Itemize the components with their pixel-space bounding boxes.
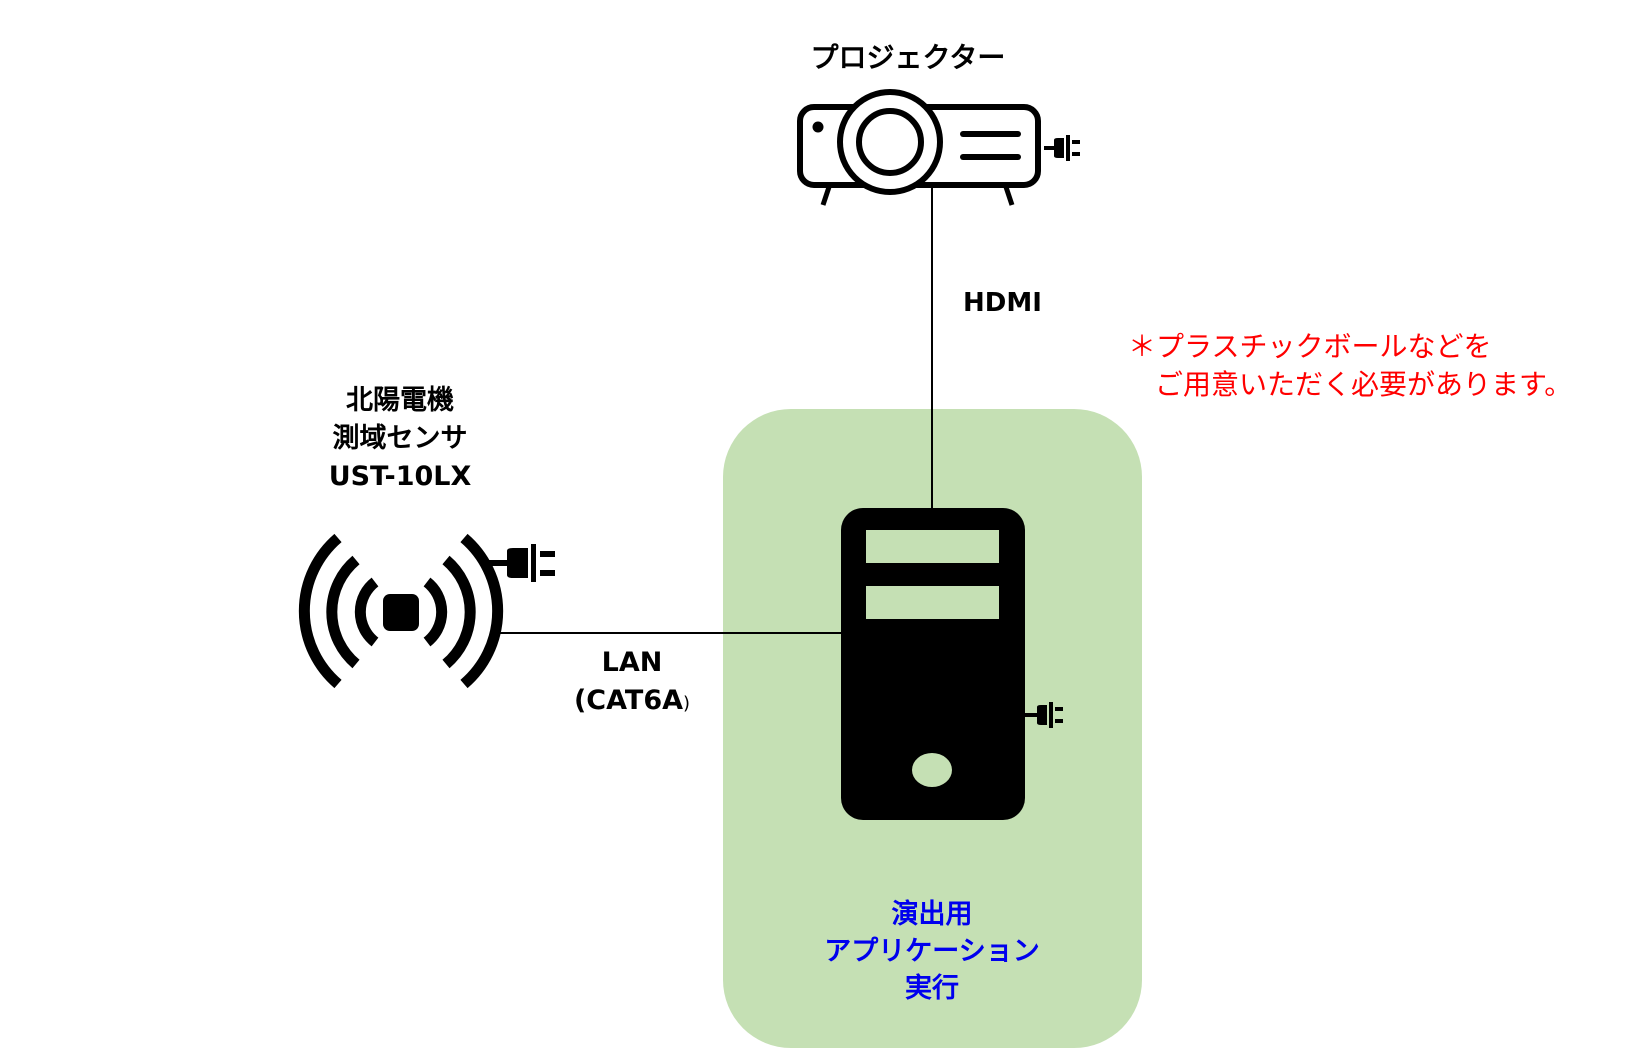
pc-application-label: 演出用 アプリケーション 実行 [824,896,1039,1007]
sensor-power-plug-icon [487,544,555,582]
hdmi-cable-label: HDMI [963,288,1042,318]
app-label-line-2: アプリケーション [824,936,1040,967]
app-label-line-1: 演出用 [891,899,973,930]
sensor-model: UST-10LX [328,461,472,492]
lan-cable-type-close: ) [683,693,691,714]
requirement-note: ＊プラスチックボールなどを ご用意いただく必要があります。 [1128,328,1572,404]
projector-power-plug-icon [1044,135,1080,161]
projector-label: プロジェクター [810,41,1006,74]
note-line-1: ＊プラスチックボールなどを [1128,330,1492,363]
lan-label-main: LAN [601,647,663,678]
sensor-type: 測域センサ [332,423,468,454]
lan-cable-label: LAN (CAT6A) [574,644,690,723]
sensor-label: 北陽電機 測域センサ UST-10LX [329,382,472,496]
pc-tower-icon [841,508,1025,820]
lan-cable-type: (CAT6A [573,685,684,716]
sensor-manufacturer: 北陽電機 [346,385,454,416]
projector-icon [797,89,1041,206]
lan-label-sub: (CAT6A) [574,682,690,723]
app-label-line-3: 実行 [905,973,959,1004]
sensor-icon [298,533,504,689]
pc-power-plug-icon [1025,702,1063,728]
note-line-2: ご用意いただく必要があります。 [1155,368,1573,401]
